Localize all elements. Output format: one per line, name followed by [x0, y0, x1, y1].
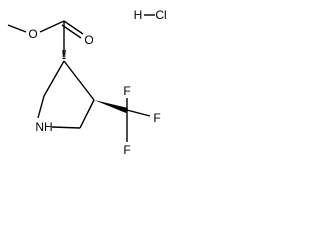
atom-label-ether-oxygen: O — [28, 27, 37, 41]
ring-bond-c3-c2 — [43, 60, 65, 97]
carbonyl-double-bond-a — [63, 20, 84, 35]
atom-label-fluorine-right: F — [153, 111, 160, 125]
cf-bond-right — [126, 109, 151, 117]
atom-label-h: H — [134, 8, 143, 22]
carbonyl-double-bond-b — [61, 24, 82, 39]
atom-label-fluorine-bottom: F — [123, 143, 130, 157]
ring-bond-c2-n — [37, 95, 45, 119]
atom-label-nitrogen: NH — [35, 120, 52, 134]
ring-bond-n-c5 — [51, 126, 81, 129]
methyl-bond — [7, 24, 27, 33]
molecule-structure-diagram: H Cl O O NH F F F — [7, 8, 167, 157]
ring-bond-c4-c3 — [63, 60, 95, 101]
atom-label-cl: Cl — [155, 8, 166, 22]
atom-label-carbonyl-oxygen: O — [84, 33, 93, 47]
atom-label-fluorine-top: F — [123, 84, 130, 98]
ring-bond-c5-c4 — [79, 99, 95, 129]
ether-o-carbonyl-c-bond — [39, 20, 65, 33]
solid-wedge-bond — [94, 100, 128, 113]
